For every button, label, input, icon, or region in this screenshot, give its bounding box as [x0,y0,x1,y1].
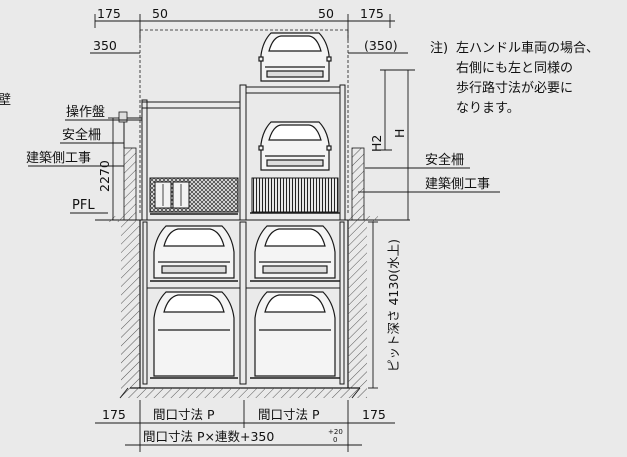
car-pit-lower-left [153,291,235,377]
left-fence-panel [149,177,239,213]
car-pit-upper-left [153,225,235,279]
label-safety-fence-left: 安全柵 [62,127,101,143]
dim-top-50-left: 50 [152,6,168,21]
label-building-work-left: 建築側工事 [26,151,91,166]
dim-h2: H2 [369,135,384,152]
dim-top-175-left: 175 [97,6,121,21]
note-line-4: なります。 [456,101,520,116]
right-fence [351,147,365,221]
note-line-3: 歩行路寸法が必要に [456,80,573,96]
dim-side-350-left: 350 [93,38,117,53]
ground-and-pit [95,216,410,399]
dim-top-175-right: 175 [360,6,384,21]
dim-top-50-right: 50 [318,6,334,21]
car-top-right [258,32,332,82]
dim-opening-p-2: 間口寸法 P [258,407,320,422]
parking-frame [139,29,349,385]
dimension-lines [28,14,500,452]
label-building-work-right: 建築側工事 [425,177,490,192]
callout-labels: 壁 操作盤 安全柵 建築側工事 PFL 安全柵 建築側工事 [0,93,490,213]
label-control-panel: 操作盤 [66,104,105,120]
label-pfl: PFL [72,198,95,213]
dim-h: H [392,129,407,138]
note-block: 注) 左ハンドル車両の場合、 右側にも左と同様の 歩行路寸法が必要に なります。 [430,41,599,116]
dim-bottom-175-left: 175 [102,407,126,422]
dim-overall-width: 間口寸法 P×連数+350 [143,429,274,444]
car-pit-upper-right [254,225,336,279]
car-pit-lower-right [254,291,336,377]
left-fence [118,111,142,221]
label-safety-fence-right: 安全柵 [425,152,464,168]
dim-pit-depth: ピット深さ 4130(水上) [386,239,401,372]
note-line-1: 左ハンドル車両の場合、 [456,41,599,56]
dim-tolerance-zero: 0 [333,436,337,444]
dim-2270: 2270 [97,160,112,192]
dim-tolerance-plus: +20 [328,428,343,436]
note-prefix: 注) [430,41,448,56]
right-fence-panel [251,177,339,213]
note-line-2: 右側にも左と同様の [456,61,573,76]
dim-side-350-right: (350) [364,38,398,53]
dim-bottom-175-right: 175 [362,407,386,422]
dimension-texts: 175 50 50 175 350 (350) H2 H 2270 ピット深さ … [93,6,407,444]
car-mid-right [258,121,332,171]
cars [153,32,336,377]
dim-opening-p-1: 間口寸法 P [153,407,215,422]
label-edge-fragment: 壁 [0,93,11,108]
